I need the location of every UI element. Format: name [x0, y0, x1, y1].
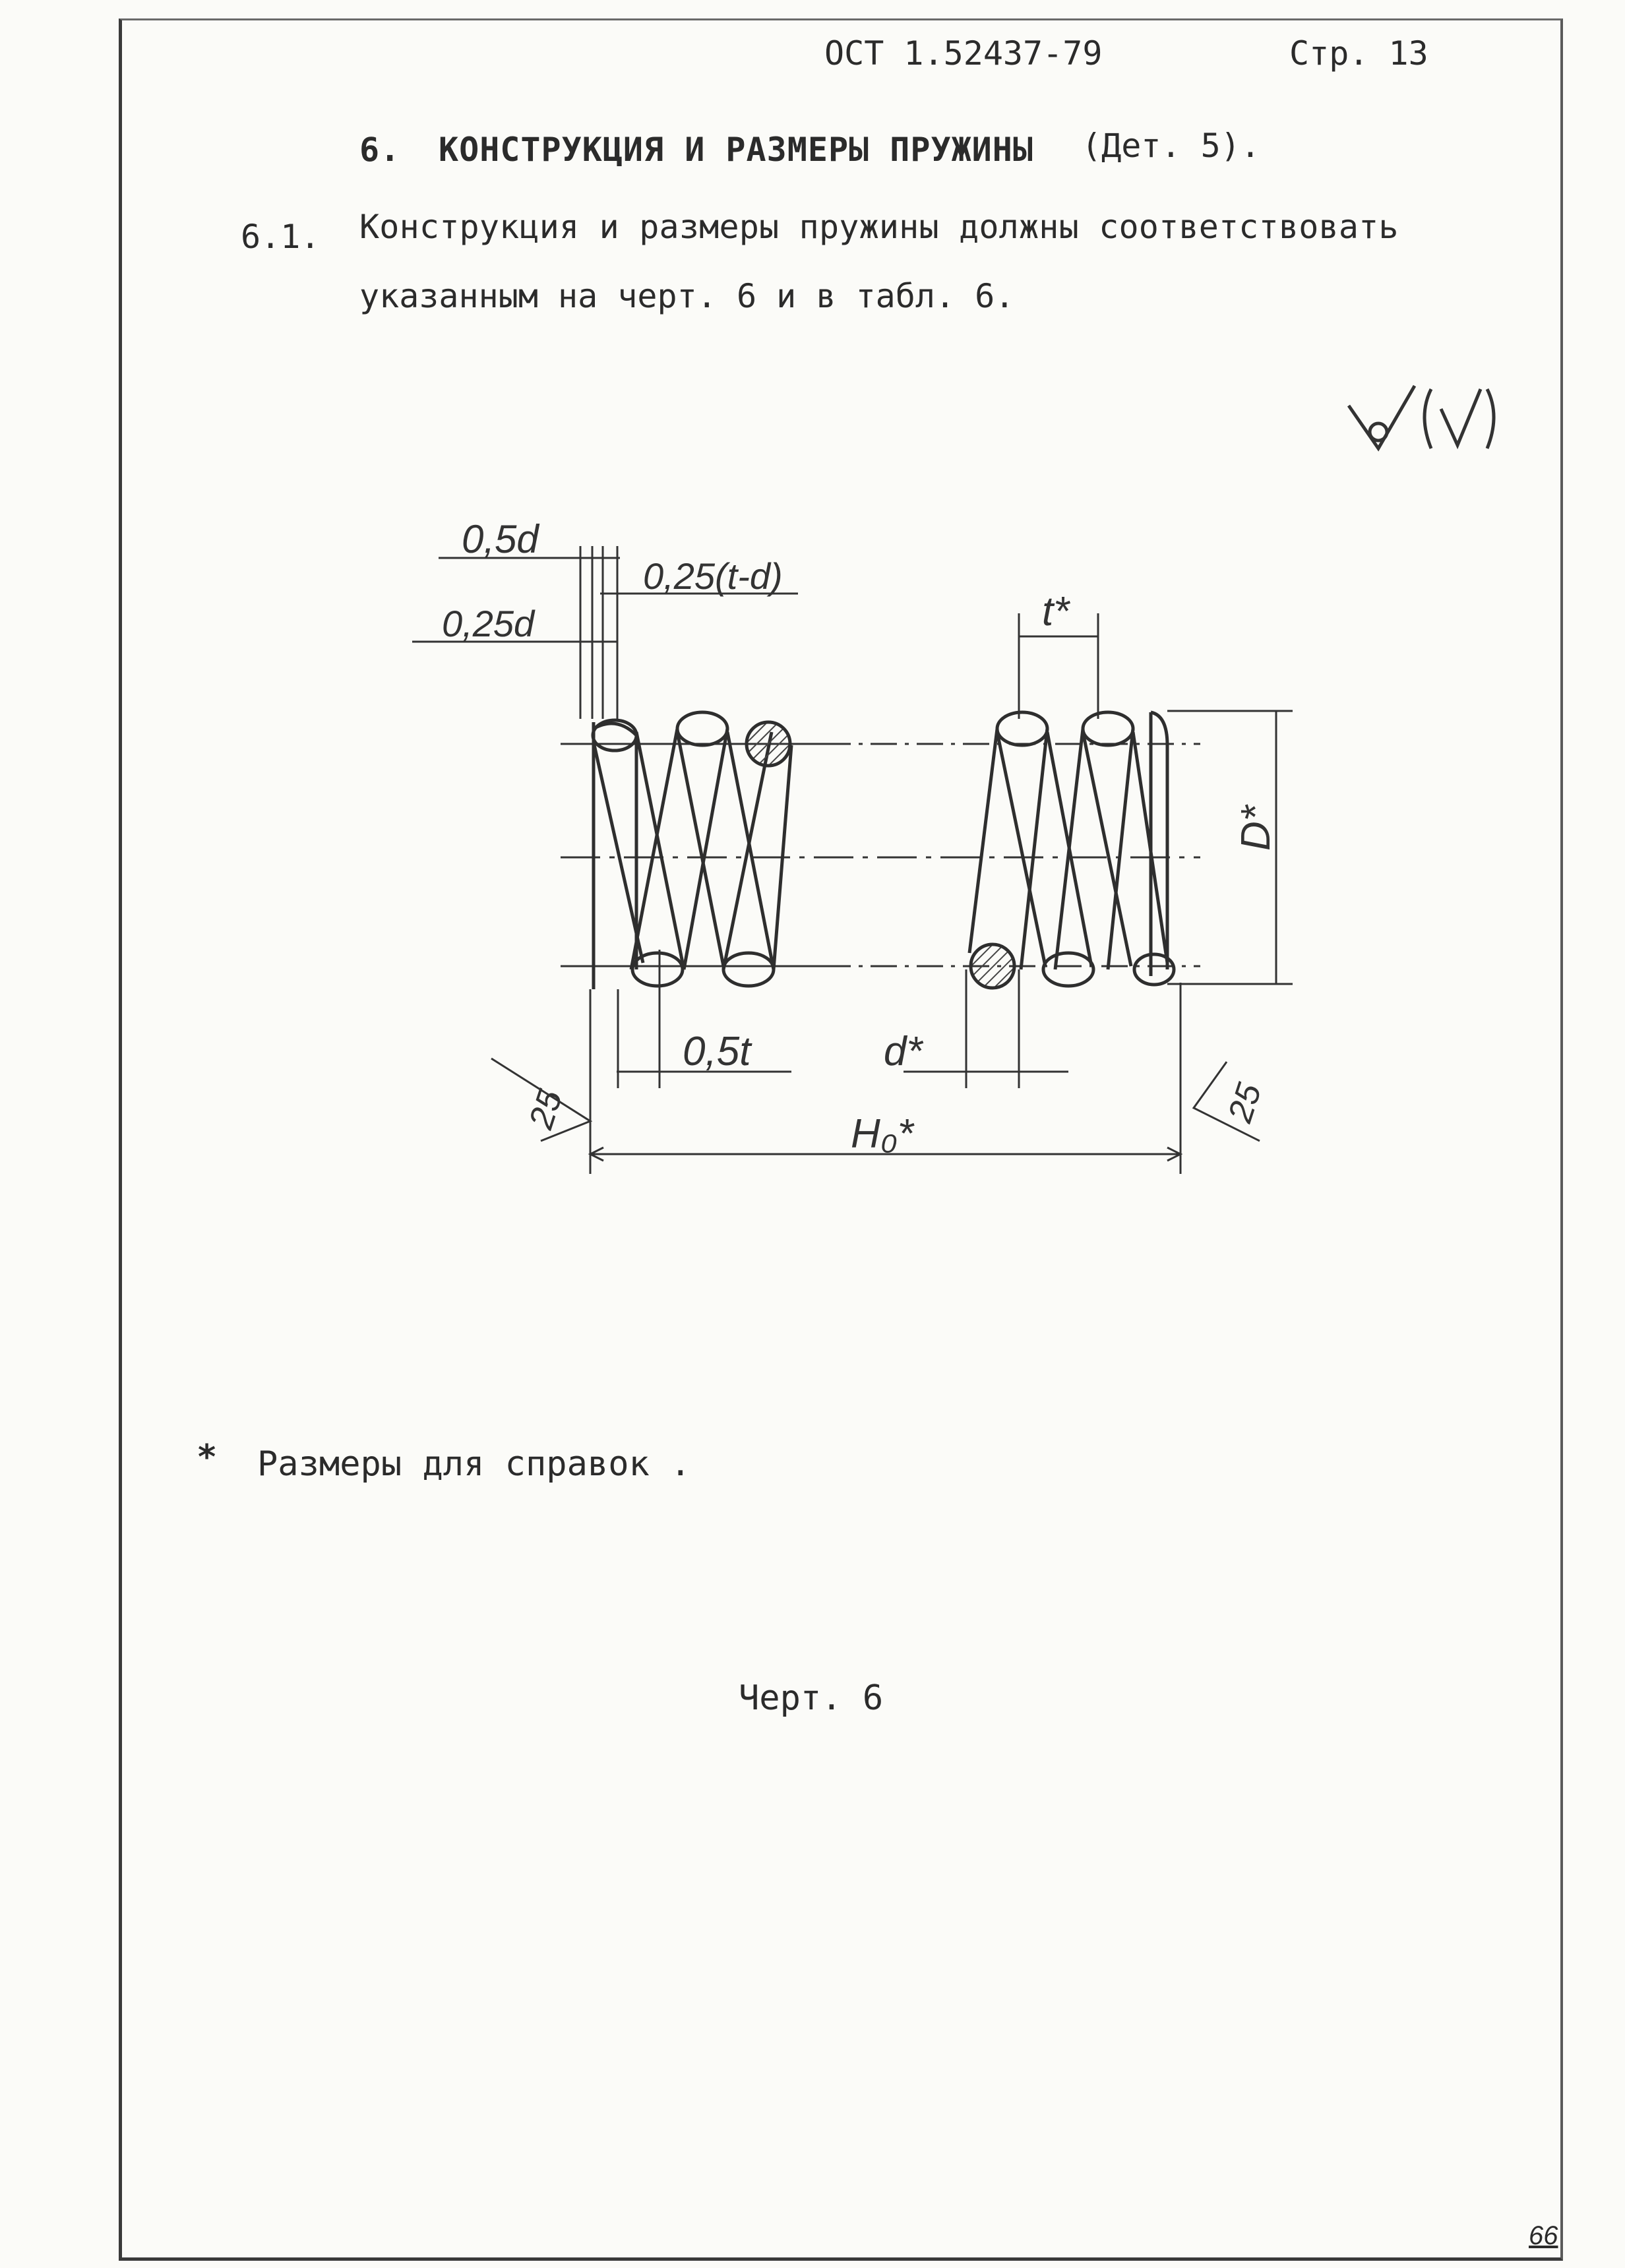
- page-frame: [119, 18, 1563, 2261]
- wire-section-top: [745, 720, 792, 768]
- page-label: Стр. 13: [1289, 34, 1428, 73]
- label-wire-diameter: d*: [884, 1029, 923, 1074]
- standard-number: ОСТ 1.52437-79: [824, 34, 1103, 73]
- top-left-dimension-lines: [412, 546, 798, 719]
- label-pitch: t*: [1042, 589, 1070, 634]
- spring-right-coils: [967, 710, 1176, 988]
- roughness-symbol: [1347, 384, 1496, 452]
- clause-line-2: указанным на черт. 6 и в табл. 6.: [359, 277, 1015, 315]
- section-number: 6.: [359, 131, 401, 169]
- label-outer-diameter: D*: [1233, 804, 1279, 851]
- reference-lines: [561, 710, 1293, 985]
- label-roughness-right: 25: [1221, 1078, 1270, 1128]
- label-roughness-left: 25: [522, 1085, 570, 1134]
- footnote-marker: *: [197, 1438, 218, 1477]
- label-free-length: H₀*: [851, 1111, 915, 1157]
- page-number: 66: [1529, 2221, 1558, 2250]
- wire-section-bottom: [969, 942, 1016, 990]
- label-quarter-t-minus-d: 0,25(t-d): [643, 555, 783, 597]
- pitch-dimension: [1018, 613, 1099, 719]
- section-detail: (Дет. 5).: [1082, 127, 1260, 165]
- label-quarter-d: 0,25d: [442, 603, 536, 644]
- roughness-marks: [491, 1057, 1260, 1142]
- label-half-t: 0,5t: [683, 1029, 752, 1074]
- clause-number: 6.1.: [241, 218, 321, 256]
- figure-caption: Черт. 6: [739, 1678, 884, 1718]
- bottom-dimension-lines: [588, 950, 1183, 1174]
- section-title: КОНСТРУКЦИЯ И РАЗМЕРЫ ПРУЖИНЫ: [439, 131, 1033, 169]
- clause-line-1: Конструкция и размеры пружины должны соо…: [359, 208, 1399, 246]
- label-half-d: 0,5d: [462, 517, 539, 561]
- footnote-text: Размеры для справок .: [257, 1444, 691, 1484]
- spring-left-coils: [591, 710, 793, 989]
